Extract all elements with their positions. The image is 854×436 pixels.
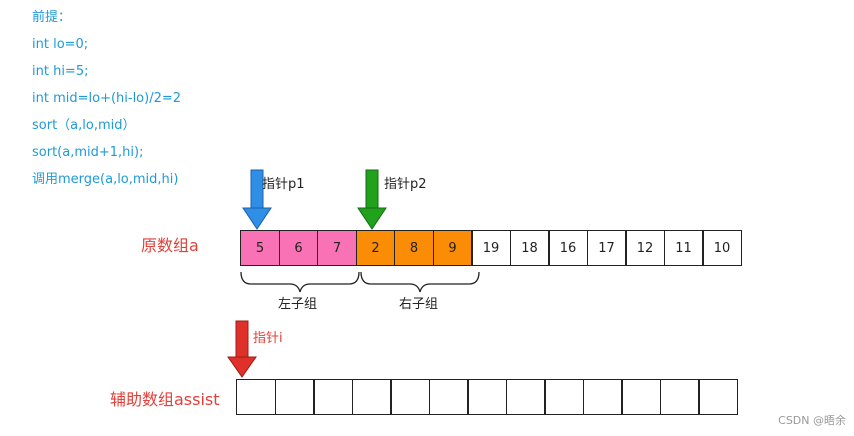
array-cell: 18 [509,230,550,266]
array-cell: 9 [432,230,473,266]
assist-cell [351,379,392,415]
original-array: 5 6 7 2 8 9 19 18 16 17 12 11 10 [240,230,742,266]
assist-cell [390,379,430,415]
assist-cell [274,379,315,415]
premise-title: 前提： [32,10,72,25]
assist-cell [698,379,738,415]
pointer-p1-arrow-icon [242,169,272,230]
assist-cell [582,379,623,415]
array-cell: 6 [278,230,319,266]
premise-line: int mid=lo+(hi-lo)/2=2 [32,91,182,106]
original-array-label: 原数组a [141,236,199,255]
array-cell: 5 [240,230,280,266]
premise-block: 前提： int lo=0; int hi=5; int mid=lo+(hi-l… [32,6,181,195]
pointer-p2-label: 指针p2 [384,177,427,192]
assist-cell [544,379,584,415]
right-group-brace [360,271,480,293]
array-cell: 19 [471,230,511,266]
assist-cell [505,379,546,415]
array-cell: 16 [548,230,588,266]
array-cell: 10 [702,230,742,266]
right-group-label: 右子组 [399,297,439,312]
premise-line: int lo=0; [32,37,89,52]
array-cell: 12 [625,230,665,266]
pointer-p1-label: 指针p1 [262,177,305,192]
assist-cell [428,379,469,415]
premise-line: int hi=5; [32,64,89,79]
pointer-i-arrow-icon [227,320,257,378]
array-cell: 17 [586,230,627,266]
array-cell: 2 [355,230,396,266]
left-group-label: 左子组 [278,297,318,312]
assist-cell [236,379,276,415]
assist-array [236,379,738,415]
left-group-brace [240,271,360,293]
assist-cell [659,379,700,415]
premise-line: sort（a,lo,mid） [32,118,136,133]
array-cell: 8 [394,230,434,266]
assist-cell [621,379,661,415]
pointer-i-label: 指针i [253,331,283,346]
pointer-p2-arrow-icon [357,169,387,230]
watermark: CSDN @晤余 [778,414,846,427]
array-cell: 7 [317,230,357,266]
premise-line: sort(a,mid+1,hi); [32,145,144,160]
premise-line: 调用merge(a,lo,mid,hi) [32,172,179,187]
assist-array-label: 辅助数组assist [110,390,220,409]
array-cell: 11 [663,230,704,266]
assist-cell [467,379,507,415]
assist-cell [313,379,353,415]
